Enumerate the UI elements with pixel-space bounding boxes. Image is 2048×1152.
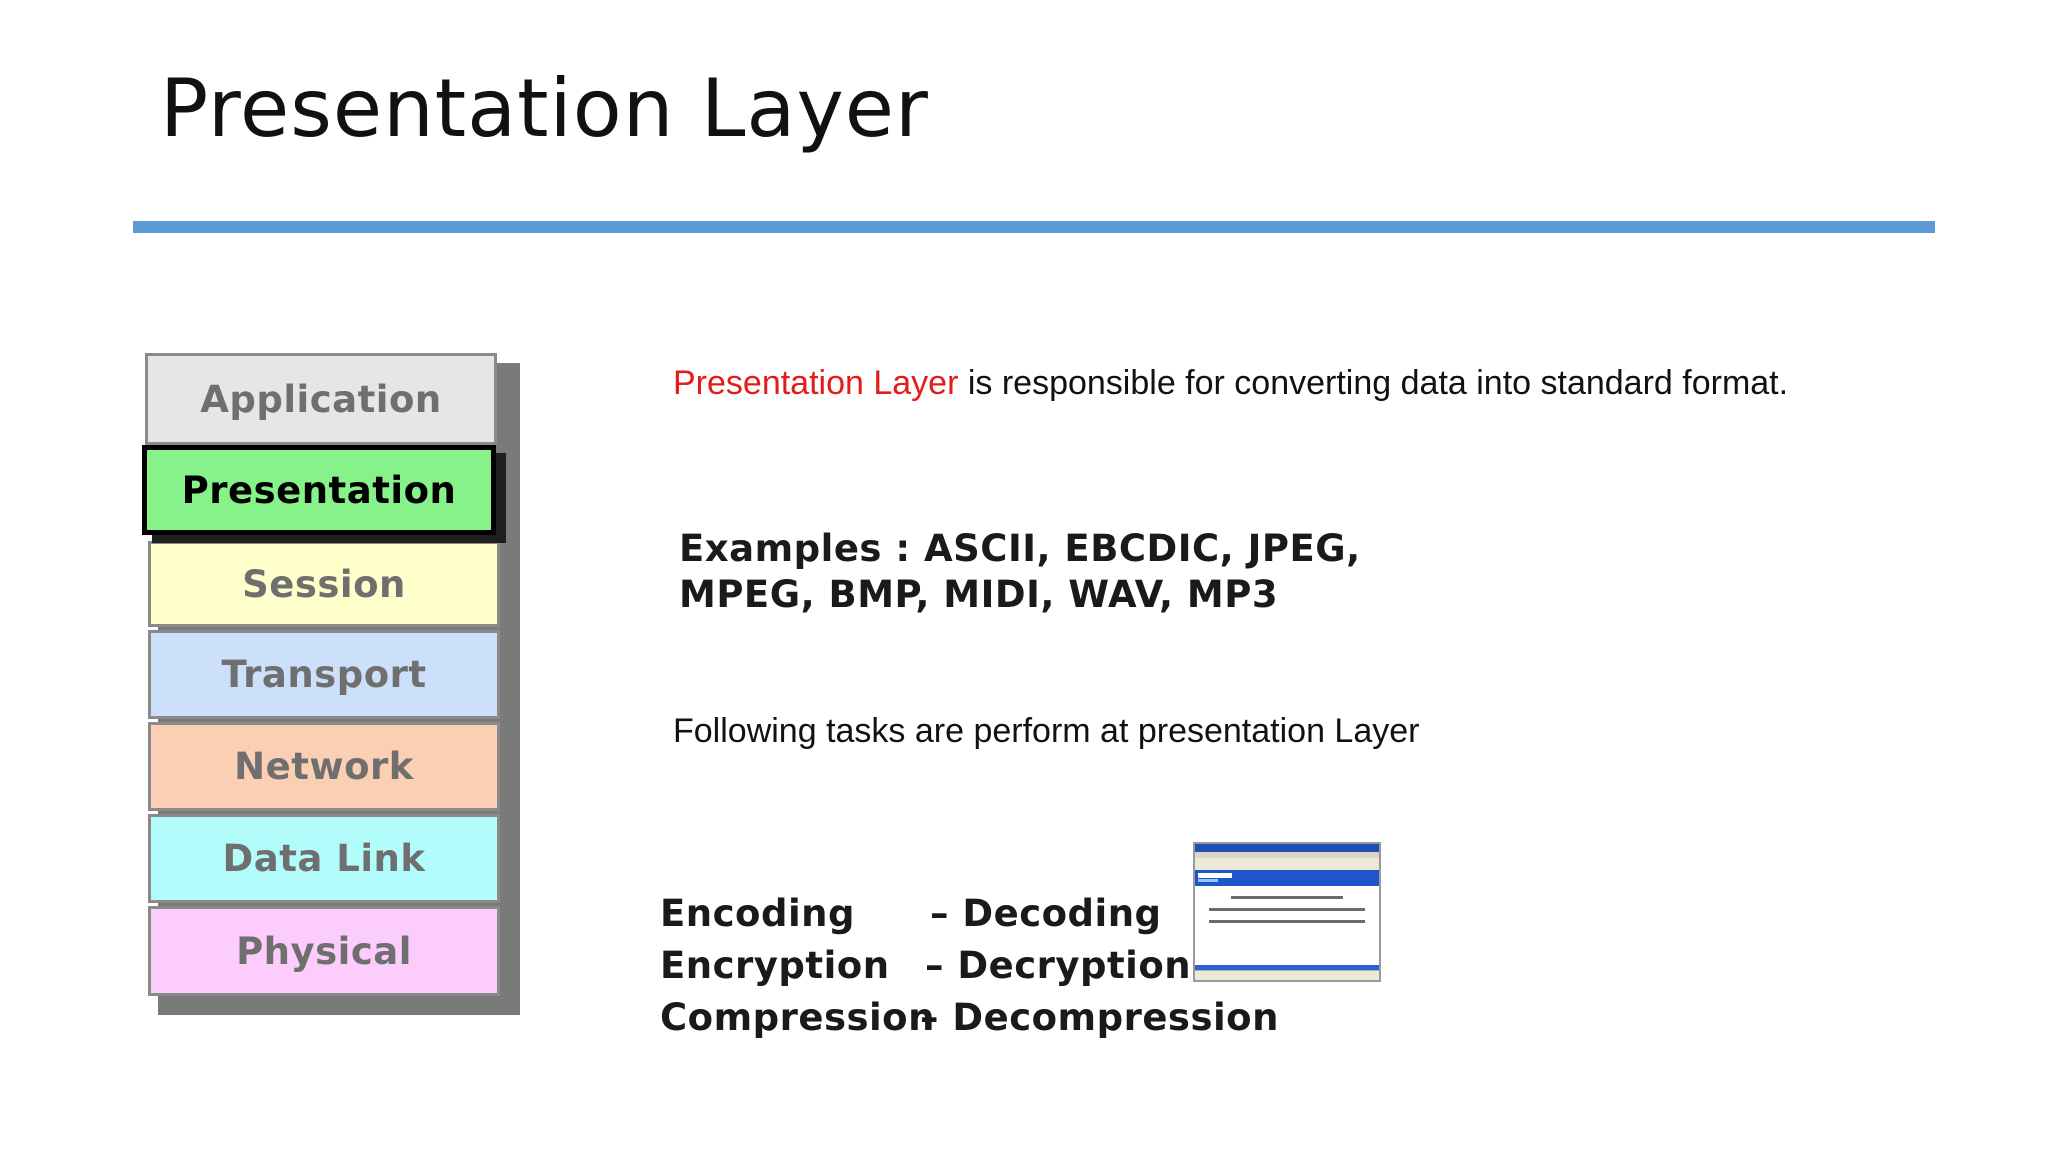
task-left: Encoding [660, 892, 855, 935]
task-left: Compression [660, 996, 935, 1039]
thumbnail-logo [1198, 873, 1232, 878]
osi-layer-transport: Transport [148, 630, 500, 719]
task-right: – Decryption [925, 944, 1192, 987]
osi-layer-network: Network [148, 722, 500, 811]
thumbnail-text-line [1209, 908, 1365, 911]
title-divider [133, 221, 1935, 233]
layer-description: Presentation Layer is responsible for co… [673, 364, 1788, 403]
task-right: – Decoding [930, 892, 1162, 935]
examples-line-2: MPEG, BMP, MIDI, WAV, MP3 [679, 573, 1279, 616]
osi-layer-application: Application [145, 353, 497, 445]
osi-layer-physical: Physical [148, 906, 500, 996]
osi-layer-session: Session [148, 541, 500, 627]
examples-block: Examples : ASCII, EBCDIC, JPEG, MPEG, BM… [679, 526, 1361, 618]
thumbnail-logo-sub [1198, 879, 1218, 882]
thumbnail-menubar [1195, 852, 1379, 858]
task-left: Encryption [660, 944, 890, 987]
description-text: is responsible for converting data into … [958, 364, 1789, 402]
osi-layer-presentation: Presentation [142, 445, 496, 535]
task-right: – Decompression [920, 996, 1279, 1039]
description-highlight: Presentation Layer [673, 364, 959, 402]
thumbnail-statusbar [1195, 970, 1379, 980]
osi-layer-data-link: Data Link [148, 814, 500, 903]
osi-stack: Application Presentation Session Transpo… [142, 353, 507, 1009]
thumbnail-titlebar [1195, 844, 1379, 852]
thumbnail-text-line [1209, 920, 1365, 923]
tasks-heading: Following tasks are perform at presentat… [673, 712, 1420, 750]
examples-line-1: Examples : ASCII, EBCDIC, JPEG, [679, 527, 1361, 570]
thumbnail-text-line [1231, 896, 1343, 899]
thumbnail-taskbar [1195, 965, 1379, 971]
slide-title: Presentation Layer [160, 62, 929, 155]
browser-window-thumbnail [1193, 842, 1381, 982]
thumbnail-banner [1195, 870, 1379, 886]
